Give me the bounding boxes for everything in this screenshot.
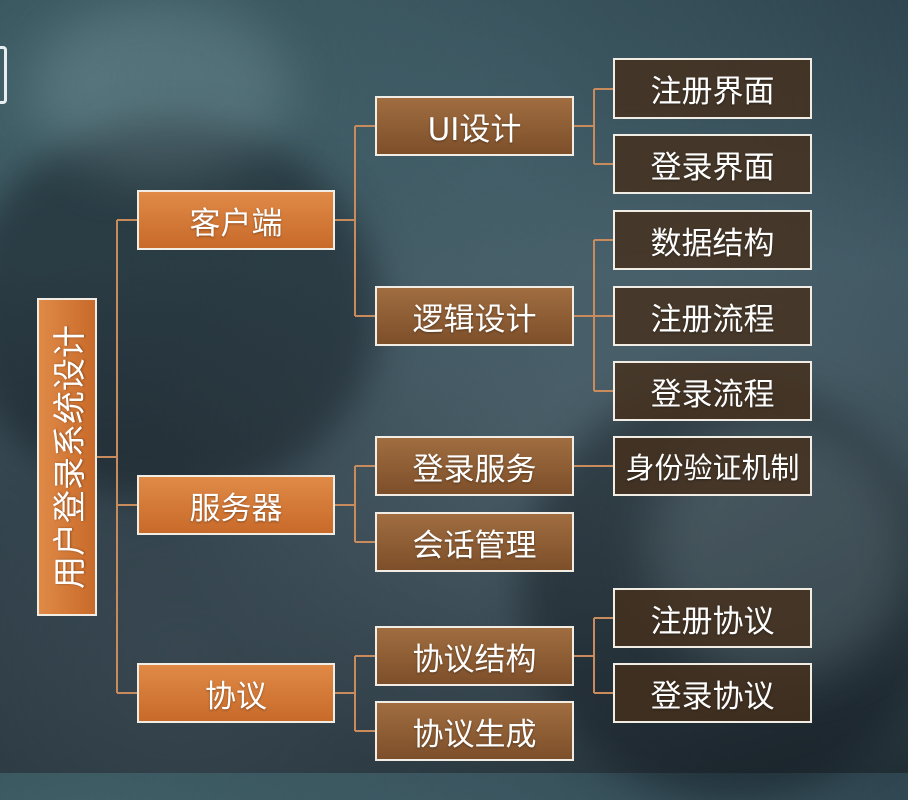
node-auth-mechanism[interactable]: 身份验证机制 [613, 436, 812, 496]
node-register-ui[interactable]: 注册界面 [613, 58, 812, 119]
node-data-structure[interactable]: 数据结构 [613, 210, 812, 270]
node-login-flow[interactable]: 登录流程 [613, 361, 812, 421]
node-session-management[interactable]: 会话管理 [375, 512, 574, 572]
node-login-ui[interactable]: 登录界面 [613, 134, 812, 194]
client-connector [335, 125, 375, 317]
server-connector [335, 465, 375, 543]
corner-bracket-mark [0, 46, 7, 104]
logic-design-connector [574, 239, 613, 392]
root-node[interactable]: 用户登录系统设计 [37, 298, 97, 616]
connector-lines [97, 88, 613, 732]
protocol-structure-connector [574, 617, 613, 694]
node-client[interactable]: 客户端 [137, 190, 335, 250]
node-register-protocol[interactable]: 注册协议 [613, 588, 812, 648]
protocol-connector [335, 655, 375, 732]
node-protocol[interactable]: 协议 [137, 663, 335, 723]
node-login-service[interactable]: 登录服务 [375, 436, 574, 496]
background-light [30, 0, 290, 180]
node-protocol-structure[interactable]: 协议结构 [375, 626, 574, 686]
node-logic-design[interactable]: 逻辑设计 [375, 286, 574, 346]
root-label: 用户登录系统设计 [50, 325, 89, 589]
node-register-flow[interactable]: 注册流程 [613, 286, 812, 346]
node-login-protocol[interactable]: 登录协议 [613, 663, 812, 723]
node-server[interactable]: 服务器 [137, 475, 335, 535]
node-ui-design[interactable]: UI设计 [375, 96, 574, 156]
root-connector [97, 219, 137, 694]
node-protocol-generation[interactable]: 协议生成 [375, 701, 574, 761]
ui-design-connector [574, 88, 613, 165]
